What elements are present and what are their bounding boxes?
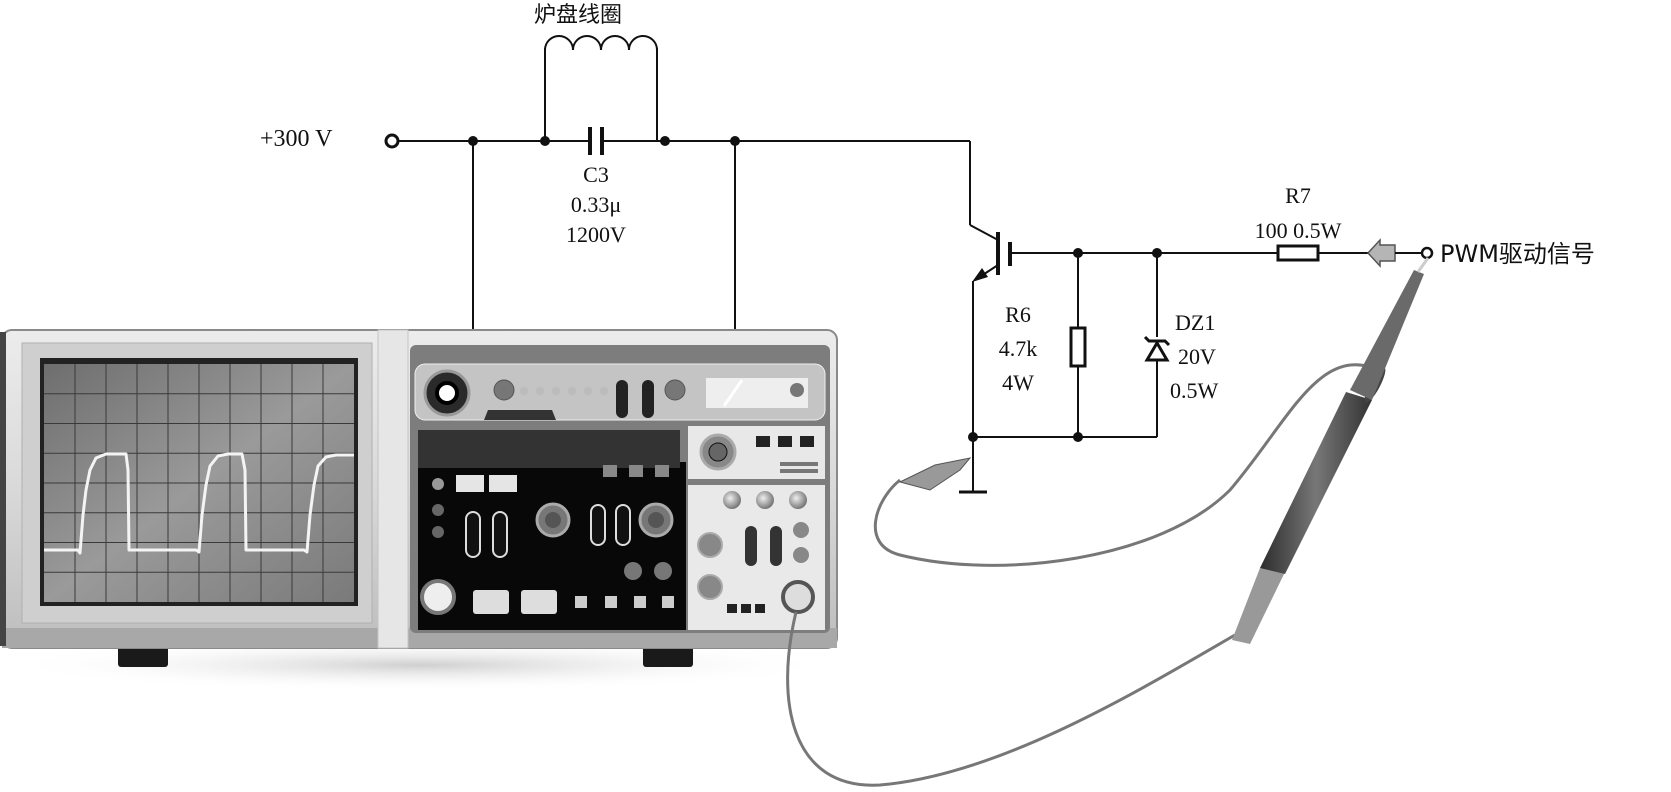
input-connector[interactable] (420, 579, 456, 615)
ground-lead (873, 363, 1384, 567)
knob-center (648, 512, 664, 528)
position-knob[interactable] (697, 532, 723, 558)
probe-input-connector[interactable] (781, 580, 815, 614)
probe-tip-sleeve (1350, 270, 1424, 400)
indicator-bulb (723, 491, 741, 509)
oscilloscope-side (0, 332, 6, 646)
igbt-collector (969, 224, 999, 241)
panel-slot (780, 462, 818, 466)
position-knob[interactable] (697, 574, 723, 600)
dz1-name: DZ1 (1175, 310, 1215, 335)
indicator-bulb (789, 491, 807, 509)
focus-knob[interactable] (664, 379, 686, 401)
vertical-slider[interactable] (745, 526, 757, 566)
knob-center (545, 512, 561, 528)
knob-center (708, 442, 728, 462)
signal-arrow-icon (1366, 238, 1396, 268)
oscilloscope-shadow (0, 639, 840, 691)
r6-power: 4W (1002, 370, 1034, 395)
panel-button[interactable] (521, 590, 557, 614)
coil-label: 炉盘线圈 (534, 3, 622, 28)
c3-value: 0.33μ (571, 192, 621, 217)
small-knob[interactable] (432, 526, 444, 538)
r7-value: 100 0.5W (1255, 218, 1342, 243)
small-knob[interactable] (790, 383, 804, 397)
small-knob[interactable] (654, 562, 672, 580)
indicator-leds (520, 387, 608, 395)
panel-key[interactable] (634, 596, 646, 608)
channel-button[interactable] (489, 475, 517, 492)
channel-button[interactable] (456, 475, 484, 492)
panel-key[interactable] (655, 465, 669, 477)
panel-key[interactable] (629, 465, 643, 477)
waveform-trace (44, 452, 354, 555)
dz1-power: 0.5W (1170, 378, 1219, 403)
indicator-led (432, 478, 444, 490)
probe-cable (786, 611, 1236, 787)
probe-strain-relief (1232, 568, 1285, 644)
small-knob[interactable] (793, 522, 809, 538)
oscilloscope (0, 329, 840, 691)
igbt-emitter-arrow (972, 268, 988, 282)
supply-label: +300 V (260, 126, 333, 152)
alligator-clip-icon (898, 457, 972, 491)
oscilloscope-screen (44, 364, 354, 602)
junction-dot (1073, 432, 1083, 442)
dz1-voltage: 20V (1178, 344, 1216, 369)
panel-key[interactable] (756, 436, 770, 447)
supply-terminal (384, 133, 400, 149)
c3-voltage: 1200V (566, 222, 626, 247)
input-label: PWM驱动信号 (1440, 240, 1595, 268)
slider-track[interactable] (484, 410, 556, 420)
indicator-bulb (756, 491, 774, 509)
vertical-slider[interactable] (465, 511, 481, 558)
panel-key[interactable] (800, 436, 814, 447)
resistor-r7 (1276, 244, 1320, 262)
vertical-slider[interactable] (770, 526, 782, 566)
r7-name: R7 (1285, 183, 1311, 208)
small-knob[interactable] (432, 504, 444, 516)
panel-key[interactable] (727, 604, 737, 613)
toggle-switch[interactable] (642, 380, 654, 418)
r6-name: R6 (1005, 302, 1031, 327)
inductor-coil (544, 35, 658, 51)
junction-dot (540, 136, 550, 146)
panel-slot (780, 469, 818, 473)
probe-tip (1416, 257, 1430, 273)
vertical-slider[interactable] (492, 511, 508, 558)
r6-value: 4.7k (999, 336, 1038, 361)
oscilloscope-divider (377, 329, 409, 649)
display-glare (722, 379, 744, 407)
screen-grid (44, 364, 354, 602)
panel-key[interactable] (603, 465, 617, 477)
c3-name: C3 (583, 162, 609, 187)
panel-key[interactable] (575, 596, 587, 608)
probe-assembly (786, 257, 1430, 787)
panel-key[interactable] (778, 436, 792, 447)
panel-key[interactable] (755, 604, 765, 613)
intensity-knob[interactable] (493, 379, 515, 401)
panel-button[interactable] (473, 590, 509, 614)
zener-bar (1143, 335, 1171, 347)
input-terminal (1420, 246, 1434, 260)
power-knob-center (435, 381, 459, 405)
small-knob[interactable] (624, 562, 642, 580)
panel-key[interactable] (741, 604, 751, 613)
vertical-slider[interactable] (590, 504, 606, 546)
panel-key[interactable] (605, 596, 617, 608)
circuit: 炉盘线圈 +300 V C3 0.33μ 1200V (260, 3, 1595, 494)
vertical-slider[interactable] (615, 504, 631, 546)
probe-handle (1260, 392, 1372, 574)
small-knob[interactable] (793, 547, 809, 563)
resistor-r6 (1069, 326, 1087, 368)
toggle-switch[interactable] (616, 380, 628, 418)
junction-dot (660, 136, 670, 146)
zener-diode-dz1 (1144, 340, 1170, 362)
channel-panel-top (418, 430, 680, 468)
panel-key[interactable] (662, 596, 674, 608)
